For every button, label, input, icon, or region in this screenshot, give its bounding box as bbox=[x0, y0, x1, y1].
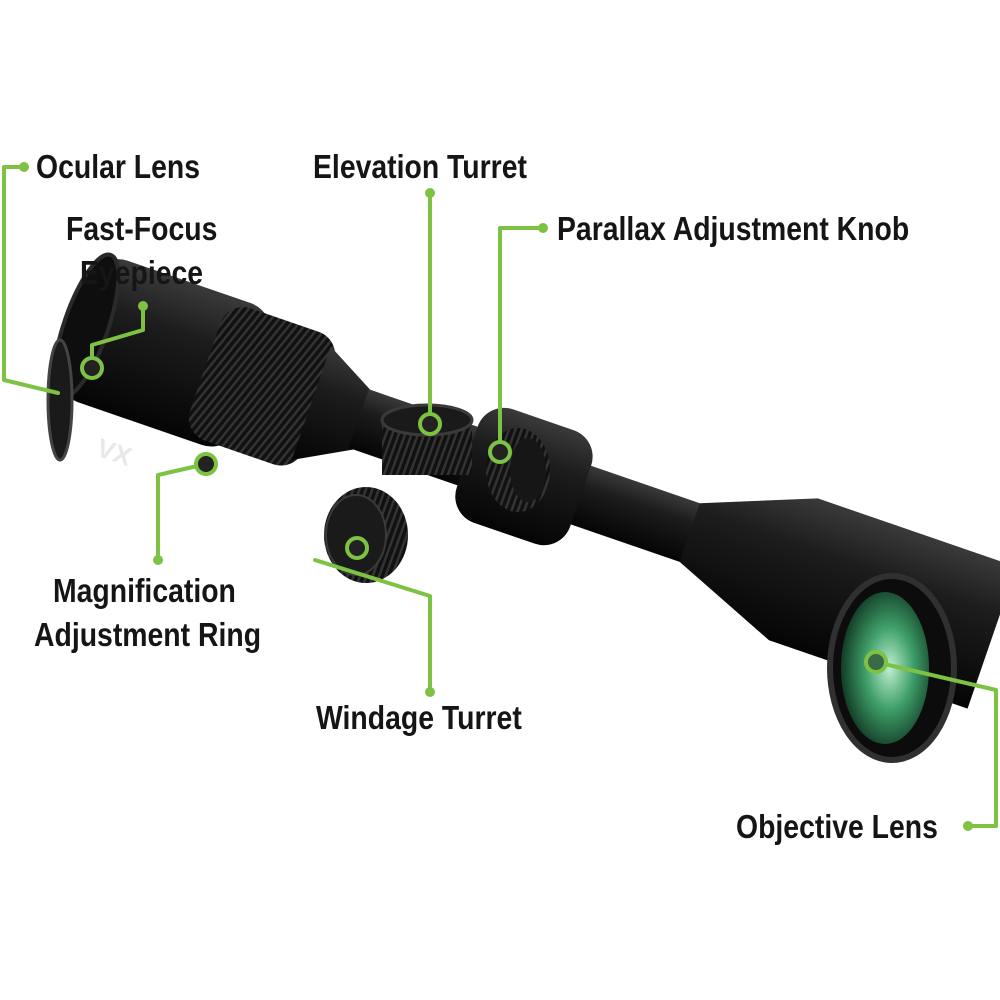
leader-objective bbox=[874, 660, 998, 828]
dot-fast-focus bbox=[138, 301, 148, 311]
label-ocular-lens: Ocular Lens bbox=[36, 148, 201, 185]
marker-magnification bbox=[194, 452, 218, 476]
label-parallax-knob: Parallax Adjustment Knob bbox=[557, 210, 910, 247]
marker-objective bbox=[864, 650, 888, 674]
label-fast-focus-line2: Eyepiece bbox=[80, 254, 204, 291]
label-objective-lens: Objective Lens bbox=[736, 808, 938, 845]
leader-parallax bbox=[498, 226, 545, 454]
dot-objective bbox=[963, 821, 973, 831]
marker-windage bbox=[345, 536, 369, 560]
dot-elevation bbox=[425, 188, 435, 198]
marker-fast-focus bbox=[80, 356, 104, 380]
label-fast-focus-line1: Fast-Focus bbox=[66, 210, 218, 247]
label-magnification-line1: Magnification bbox=[53, 572, 236, 609]
leader-ocular-lens bbox=[2, 165, 60, 395]
callout-dots bbox=[19, 162, 973, 831]
brand-logo: VX bbox=[93, 432, 136, 472]
label-windage-turret: Windage Turret bbox=[316, 699, 522, 736]
leader-windage bbox=[313, 558, 432, 694]
dot-parallax bbox=[538, 223, 548, 233]
label-elevation-turret: Elevation Turret bbox=[313, 148, 527, 185]
ocular-lens-cap bbox=[46, 338, 74, 462]
dot-windage bbox=[425, 687, 435, 697]
dot-magnification bbox=[153, 555, 163, 565]
objective-lens-glass bbox=[827, 573, 957, 763]
callout-lines bbox=[2, 165, 998, 828]
windage-turret-knob bbox=[324, 487, 408, 583]
label-magnification-line2: Adjustment Ring bbox=[34, 616, 262, 653]
parallax-knob bbox=[486, 428, 550, 512]
dot-ocular-lens bbox=[19, 162, 29, 172]
marker-elevation bbox=[418, 412, 442, 436]
leader-magnification bbox=[156, 462, 208, 562]
marker-parallax bbox=[488, 440, 512, 464]
